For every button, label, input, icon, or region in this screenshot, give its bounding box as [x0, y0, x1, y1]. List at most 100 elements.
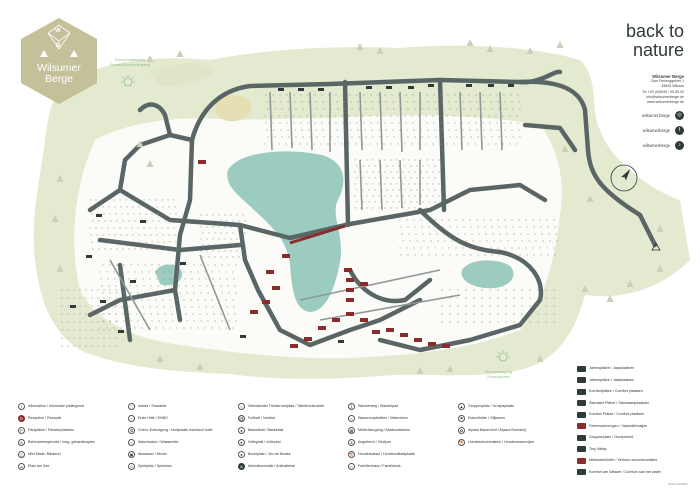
legend-symbol-icon: ● — [238, 426, 245, 434]
address-email[interactable]: info@wilsumerberge.de — [646, 94, 684, 99]
main-lake — [227, 151, 344, 312]
legend-label: Müllentsorgung / Afvalcontainers — [358, 428, 410, 432]
legend-accommodation-item: Gruppenplatz / Groepsveld — [577, 433, 692, 442]
legend-label: Behindertengerecht / toeg. gehandicapten — [28, 440, 95, 444]
legend-symbol-icon: 🚶 — [348, 402, 355, 410]
legend-symbol-icon: ● — [238, 438, 245, 446]
legend-accommodation-label: Mietunterkünfte / Verhuur accommodaties — [589, 458, 658, 462]
lake-east — [461, 260, 514, 289]
logo-letter-b: B — [56, 43, 61, 49]
legend-accommodation-label: Komfort Plätze / Comfort plaatsen — [589, 412, 645, 416]
legend-symbol-icon: ▣ — [128, 450, 135, 458]
legend-accommodation-label: Jahresplätze / Jaarplaatsen — [589, 366, 635, 370]
legend-label: Hundeauslauf / Hondenuitlaatplaats — [358, 452, 415, 456]
address-phone[interactable]: Tel +49 (0)5945 / 95 55 00 — [641, 89, 684, 94]
legend-label: Familienhaus / Familiehuis — [358, 464, 401, 468]
legend-swatch — [577, 411, 586, 418]
social-tiktok[interactable]: wilsumerberge ♪ — [594, 141, 684, 150]
brand-line1: back to — [625, 21, 684, 41]
legend-label: Platz am See — [28, 464, 50, 468]
legend-accommodation-label: Gruppenplatz / Groepsveld — [589, 435, 634, 439]
tent-icon — [651, 242, 661, 251]
legend-symbol-icon: ▦ — [348, 426, 355, 434]
legend-symbol-icon: ✿ — [458, 426, 465, 434]
social-tiktok-label: wilsumerberge — [642, 143, 670, 148]
legend-accommodation-label: Tiny Valley — [589, 446, 607, 451]
legend-label: Fußball / Voetbal — [248, 416, 275, 420]
legend-swatch — [577, 400, 586, 406]
legend-symbol-icon: ≈ — [348, 414, 355, 422]
legend-swatch — [577, 423, 586, 429]
social-instagram-label: wilsumer.berge — [641, 113, 670, 118]
legend-label: Kutschhütte / Glijbanen — [468, 416, 506, 420]
legend-symbol-icon: ☺ — [128, 462, 135, 470]
fine-print: Stand 04/2023 — [668, 482, 688, 486]
legend-symbol-icon: ⚓ — [348, 438, 355, 446]
logo-hexagon — [21, 18, 97, 104]
address-block: Wilsumer Berge Zum Ferienggebiet 1 49849… — [584, 74, 684, 105]
legend-swatch — [577, 377, 586, 383]
facebook-icon: f — [675, 126, 684, 135]
legend-label: Imbiss / Snackbar — [138, 404, 167, 408]
legend-swatch — [577, 446, 586, 452]
pitch-markers — [70, 84, 514, 343]
address-street: Zum Ferienggebiet 1 — [650, 79, 684, 84]
legend-accommodation-label: Ferienwohnungen / Vakantiehuisjes — [589, 423, 648, 428]
address-name: Wilsumer Berge — [652, 74, 684, 79]
legend-swatch — [577, 388, 586, 395]
legend-symbol-icon: ⚑ — [458, 414, 465, 422]
legend-label: Gruppenplatz / Groepsplaats — [468, 404, 514, 408]
legend-accommodation-label: Komfort am Wasser / Comfort aan het wate… — [589, 469, 661, 474]
minor-roads — [109, 91, 503, 331]
legend-symbol-icon: 🐕 — [348, 450, 355, 458]
social-facebook-label: wilsumerberge — [642, 128, 670, 133]
tiktok-icon: ♪ — [675, 141, 684, 150]
legend-label: Angelteich / Visvijver — [358, 440, 392, 444]
legend-label: Waschsalon / Wasserette — [138, 440, 179, 444]
legend-symbol-icon: 🐕 — [458, 438, 465, 446]
legend-accommodation-item: Jahresplätze / Jaarplaatsen — [577, 364, 692, 373]
logo-title-line1: Wilsumer — [37, 62, 81, 74]
logo-letter-w: W — [55, 28, 61, 34]
legend-label: Rezeption / Receptie — [28, 416, 62, 420]
legend-symbol-icon: P — [18, 426, 25, 434]
legend-symbol-icon: + — [128, 414, 135, 422]
legend-symbol-icon: ♿ — [18, 438, 25, 446]
legend-symbol-icon: ⌂ — [238, 402, 245, 410]
address-website[interactable]: www.wilsumerberge.de — [647, 100, 684, 105]
legend-label: Volleyball / Volleybal — [248, 440, 281, 444]
legend-accommodation-item: Ferienwohnungen / Vakantiehuisjes — [577, 422, 692, 431]
pitch-dots — [61, 94, 558, 347]
legend-label: Wanderweg / Wandelpad — [358, 404, 399, 408]
legend-label: Alpaka Bauernhof / Alpaca Boerderij — [468, 428, 526, 432]
address-city: 49849 Wilsum — [661, 84, 684, 89]
legend-label: Basketball / Basketbal — [248, 428, 284, 432]
legend-swatch — [577, 457, 586, 464]
legend-accommodation-label: Komfortplätze / Comfort plaatsen — [589, 389, 643, 393]
legend-label: Überdachter Trichterrostplatz / Tafelten… — [248, 404, 325, 408]
legend-accommodation-item: Jahresplätze / Jaarplaatsen — [577, 376, 692, 385]
instagram-icon: ◎ — [675, 111, 684, 120]
logo-title: Wilsumer Berge — [20, 63, 98, 85]
legend-swatch — [577, 365, 586, 372]
legend-symbol-icon: ☕ — [18, 462, 25, 470]
legend-label: Information / Informatie plattegrond — [28, 404, 84, 408]
legend-symbol-icon: ⌂ — [348, 462, 355, 470]
sunset-label-text: Sonnenuntergang Sunset/Zonsondergang — [110, 58, 150, 67]
highlight-path — [289, 224, 346, 245]
social-facebook[interactable]: wilsumerberge f — [594, 126, 684, 135]
legend-accommodation-label: Standard Plätze / Standaardplaatsen — [589, 400, 650, 405]
social-instagram[interactable]: wilsumer.berge ◎ — [594, 111, 684, 120]
legend-label: Bouleplatz / Jeu de Boules — [248, 452, 291, 456]
sunset-icon — [121, 75, 135, 87]
legend-label: Chem.-Entsorgung / stortplaats chemisch … — [138, 428, 213, 432]
legend-accommodation-label: Jahresplätze / Jaarplaatsen — [589, 377, 635, 382]
legend-symbol-icon: 🍴 — [128, 402, 135, 410]
legend-label: Mini Markt, Bäckerei — [28, 452, 61, 456]
legend-symbol-icon: ● — [238, 450, 245, 458]
legend-label: Abwasser / Afvoer — [138, 452, 167, 456]
tree-icons — [51, 39, 664, 374]
legend-label: Hundeschwimmteich / Hondenzwemvijver — [468, 440, 535, 444]
